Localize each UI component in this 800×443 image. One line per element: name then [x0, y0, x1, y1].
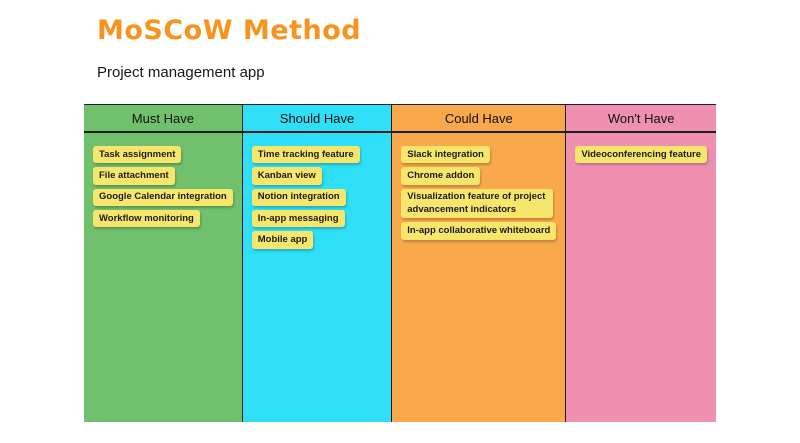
column-header[interactable]: Must Have — [84, 104, 242, 133]
column-header[interactable]: Could Have — [392, 104, 566, 133]
sticky-note[interactable]: Chrome addon — [401, 167, 481, 185]
page-title: MoSCoW Method — [97, 15, 362, 46]
sticky-note[interactable]: Videoconferencing feature — [575, 146, 707, 164]
sticky-note[interactable]: File attachment — [93, 167, 175, 185]
column-body: Videoconferencing feature — [566, 133, 716, 422]
sticky-note[interactable]: Slack integration — [401, 146, 490, 164]
sticky-note[interactable]: In-app messaging — [251, 210, 345, 228]
page-header: MoSCoW Method Project management app — [97, 15, 361, 81]
sticky-note[interactable]: Kanban view — [251, 167, 322, 185]
sticky-note[interactable]: Google Calendar integration — [93, 188, 233, 207]
sticky-note[interactable]: Task assignment — [93, 146, 182, 164]
sticky-note[interactable]: Mobile app — [251, 231, 314, 249]
sticky-note[interactable]: Time tracking feature — [251, 146, 360, 164]
sticky-note[interactable]: Notion integration — [251, 188, 346, 207]
column-header[interactable]: Won't Have — [566, 104, 716, 133]
column-header[interactable]: Should Have — [242, 104, 392, 133]
sticky-note[interactable]: Visualization feature of project advance… — [401, 188, 554, 219]
sticky-note[interactable]: In-app collaborative whiteboard — [401, 222, 557, 240]
sticky-note[interactable]: Workflow monitoring — [93, 210, 200, 228]
page-subtitle: Project management app — [97, 64, 265, 81]
